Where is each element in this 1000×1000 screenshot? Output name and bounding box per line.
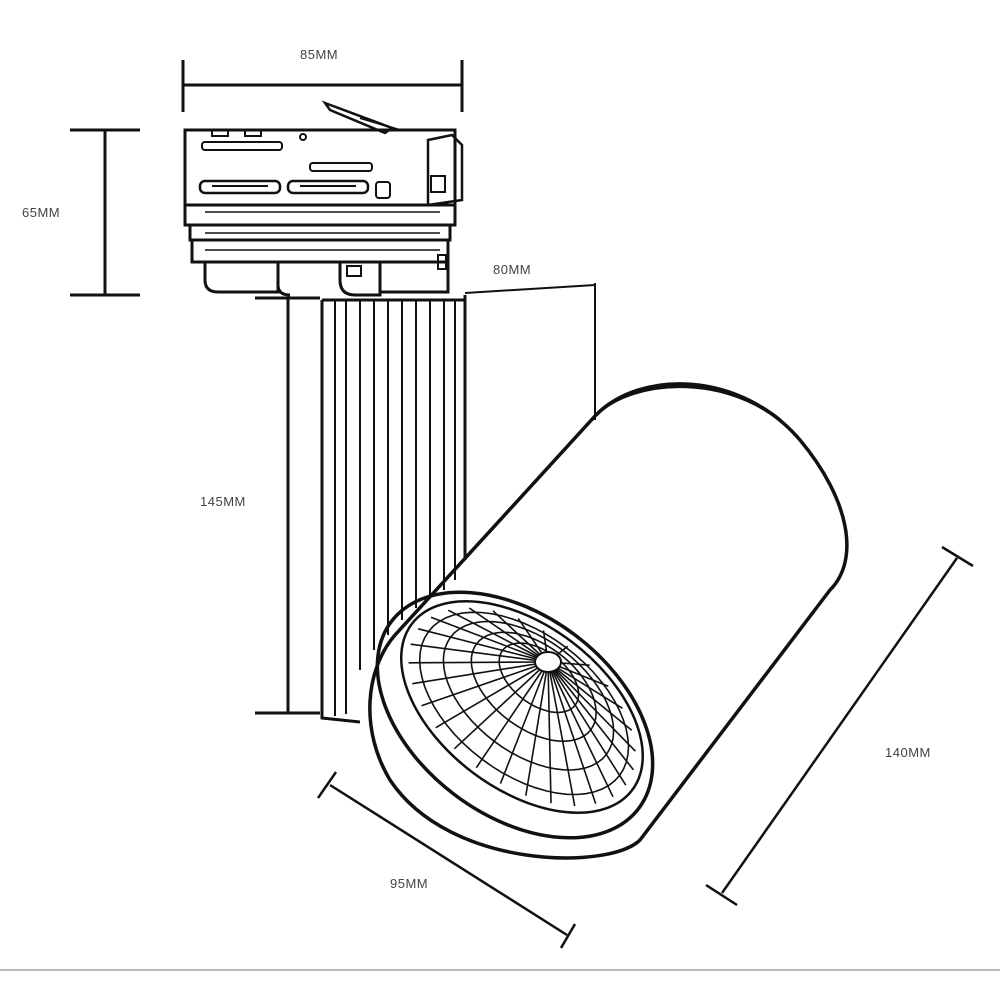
reflector-rib: [430, 616, 549, 663]
label-65mm: 65MM: [22, 205, 61, 220]
reflector-rib: [492, 610, 549, 663]
track-adapter: [183, 100, 464, 297]
reflector-rib: [547, 661, 623, 709]
dimension-145mm: [255, 296, 320, 715]
reflector-ring: [418, 611, 630, 796]
dimension-80mm: [464, 283, 596, 420]
reflector-rib: [547, 661, 635, 771]
reflector-ring: [470, 631, 597, 743]
reflector-rib: [447, 609, 549, 663]
label-85mm: 85MM: [300, 47, 339, 62]
reflector-rib: [499, 661, 549, 784]
reflector-ring: [442, 620, 615, 771]
reflector-rib: [435, 661, 549, 729]
reflector-rib: [547, 661, 597, 805]
dimension-65mm: [70, 128, 140, 297]
reflector-rib: [421, 661, 549, 707]
reflector-rib: [468, 607, 549, 663]
reflector-hub: [534, 651, 562, 673]
label-95mm: 95MM: [390, 876, 429, 891]
reflector-rib: [453, 661, 549, 750]
reflector-grid: [408, 607, 636, 807]
reflector-rib: [547, 661, 614, 798]
reflector-rib: [547, 661, 627, 786]
lamp-cylinder: [368, 382, 849, 860]
reflector-rib: [418, 628, 549, 663]
dimension-95mm: [316, 771, 577, 949]
reflector-rib: [547, 661, 636, 752]
dimension-140mm: [705, 545, 974, 907]
reflector-rib: [412, 661, 549, 685]
dimension-85mm: [181, 60, 464, 112]
reflector-rib: [547, 661, 552, 804]
label-80mm: 80MM: [493, 262, 532, 277]
reflector-rib: [547, 661, 576, 807]
reflector-ring: [498, 642, 580, 714]
reflector-rib: [525, 661, 549, 796]
label-140mm: 140MM: [885, 745, 931, 760]
reflector-rib: [547, 661, 633, 731]
reflector-rib: [475, 661, 549, 769]
heatsink-body: [320, 295, 467, 724]
reflector-rib: [408, 661, 549, 664]
label-145mm: 145MM: [200, 494, 246, 509]
reflector-rib: [410, 643, 549, 663]
